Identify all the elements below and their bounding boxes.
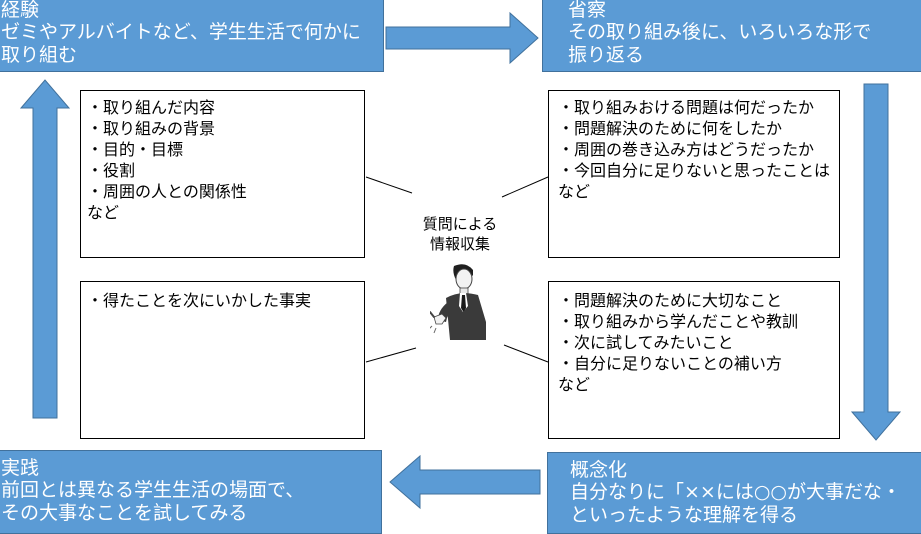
question-item: ・役割 (87, 161, 136, 180)
experience-line-1: ゼミやアルバイトなど、学生生活で何かに (1, 21, 361, 43)
question-item: ・自分に足りないことの補い方 (558, 354, 782, 373)
reflection-line-1: その取り組み後に、いろいろな形で (568, 21, 872, 43)
questions-box-top-right: ・取り組みおける問題は何だったか ・問題解決のために何をしたか ・周囲の巻き込み… (548, 90, 840, 258)
connector-line (501, 176, 549, 198)
connector-line (365, 347, 417, 363)
question-item: ・取り組みおける問題は何だったか (558, 98, 815, 117)
experience-box: 経験 ゼミやアルバイトなど、学生生活で何かに 取り組む (0, 0, 384, 72)
arrow-left-icon (389, 454, 541, 510)
experience-title: 経験 (1, 0, 40, 21)
arrow-down-icon (850, 83, 902, 441)
reflection-box: 省察 その取り組み後に、いろいろな形で 振り返る (542, 0, 921, 72)
center-label: 質問による 情報収集 (400, 214, 520, 254)
reflection-title: 省察 (568, 0, 607, 21)
conceptualization-line-2: といったような理解を得る (570, 504, 799, 526)
person-pointing-icon (430, 264, 486, 340)
question-item: ・周囲の巻き込み方はどうだったか (558, 140, 815, 159)
conceptualization-title: 概念化 (570, 459, 628, 481)
question-item: など (87, 203, 120, 222)
question-item: ・取り組みの背景 (87, 119, 216, 138)
questions-box-bottom-right: ・問題解決のために大切なこと ・取り組みから学んだことや教訓 ・次に試してみたい… (548, 281, 840, 439)
questions-box-bottom-left: ・得たことを次にいかした事実 (80, 281, 365, 439)
arrow-right-icon (385, 11, 539, 65)
conceptualization-line-1: 自分なりに「××には○○が大事だな・ (570, 481, 901, 503)
question-item: ・目的・目標 (87, 140, 184, 159)
center-label-line-2: 情報収集 (429, 235, 490, 253)
practice-line-1: 前回とは異なる学生生活の場面で、 (1, 479, 305, 501)
center-label-line-1: 質問による (422, 215, 498, 233)
practice-line-2: その大事なことを試してみる (1, 502, 248, 524)
question-item: ・問題解決のために何をしたか (558, 119, 783, 138)
question-item: ・周囲の人との関係性 (87, 182, 247, 201)
practice-box: 実践 前回とは異なる学生生活の場面で、 その大事なことを試してみる (0, 450, 382, 534)
question-item: ・取り組んだ内容 (87, 98, 216, 117)
question-item: ・得たことを次にいかした事実 (87, 291, 312, 310)
question-item: など (558, 182, 591, 201)
question-item: ・次に試してみたいこと (558, 333, 734, 352)
conceptualization-box: 概念化 自分なりに「××には○○が大事だな・ といったような理解を得る (547, 452, 921, 534)
questions-box-top-left: ・取り組んだ内容 ・取り組みの背景 ・目的・目標 ・役割 ・周囲の人との関係性 … (80, 90, 365, 258)
question-item: ・問題解決のために大切なこと (558, 291, 783, 310)
practice-title: 実践 (1, 457, 40, 479)
question-item: ・今回自分に足りないと思ったことは (558, 161, 831, 180)
question-item: ・取り組みから学んだことや教訓 (558, 312, 799, 331)
experience-line-2: 取り組む (1, 44, 78, 66)
question-item: など (558, 375, 591, 394)
reflection-line-2: 振り返る (568, 44, 645, 66)
arrow-up-icon (19, 79, 71, 419)
connector-line (365, 176, 413, 194)
connector-line (503, 344, 549, 363)
